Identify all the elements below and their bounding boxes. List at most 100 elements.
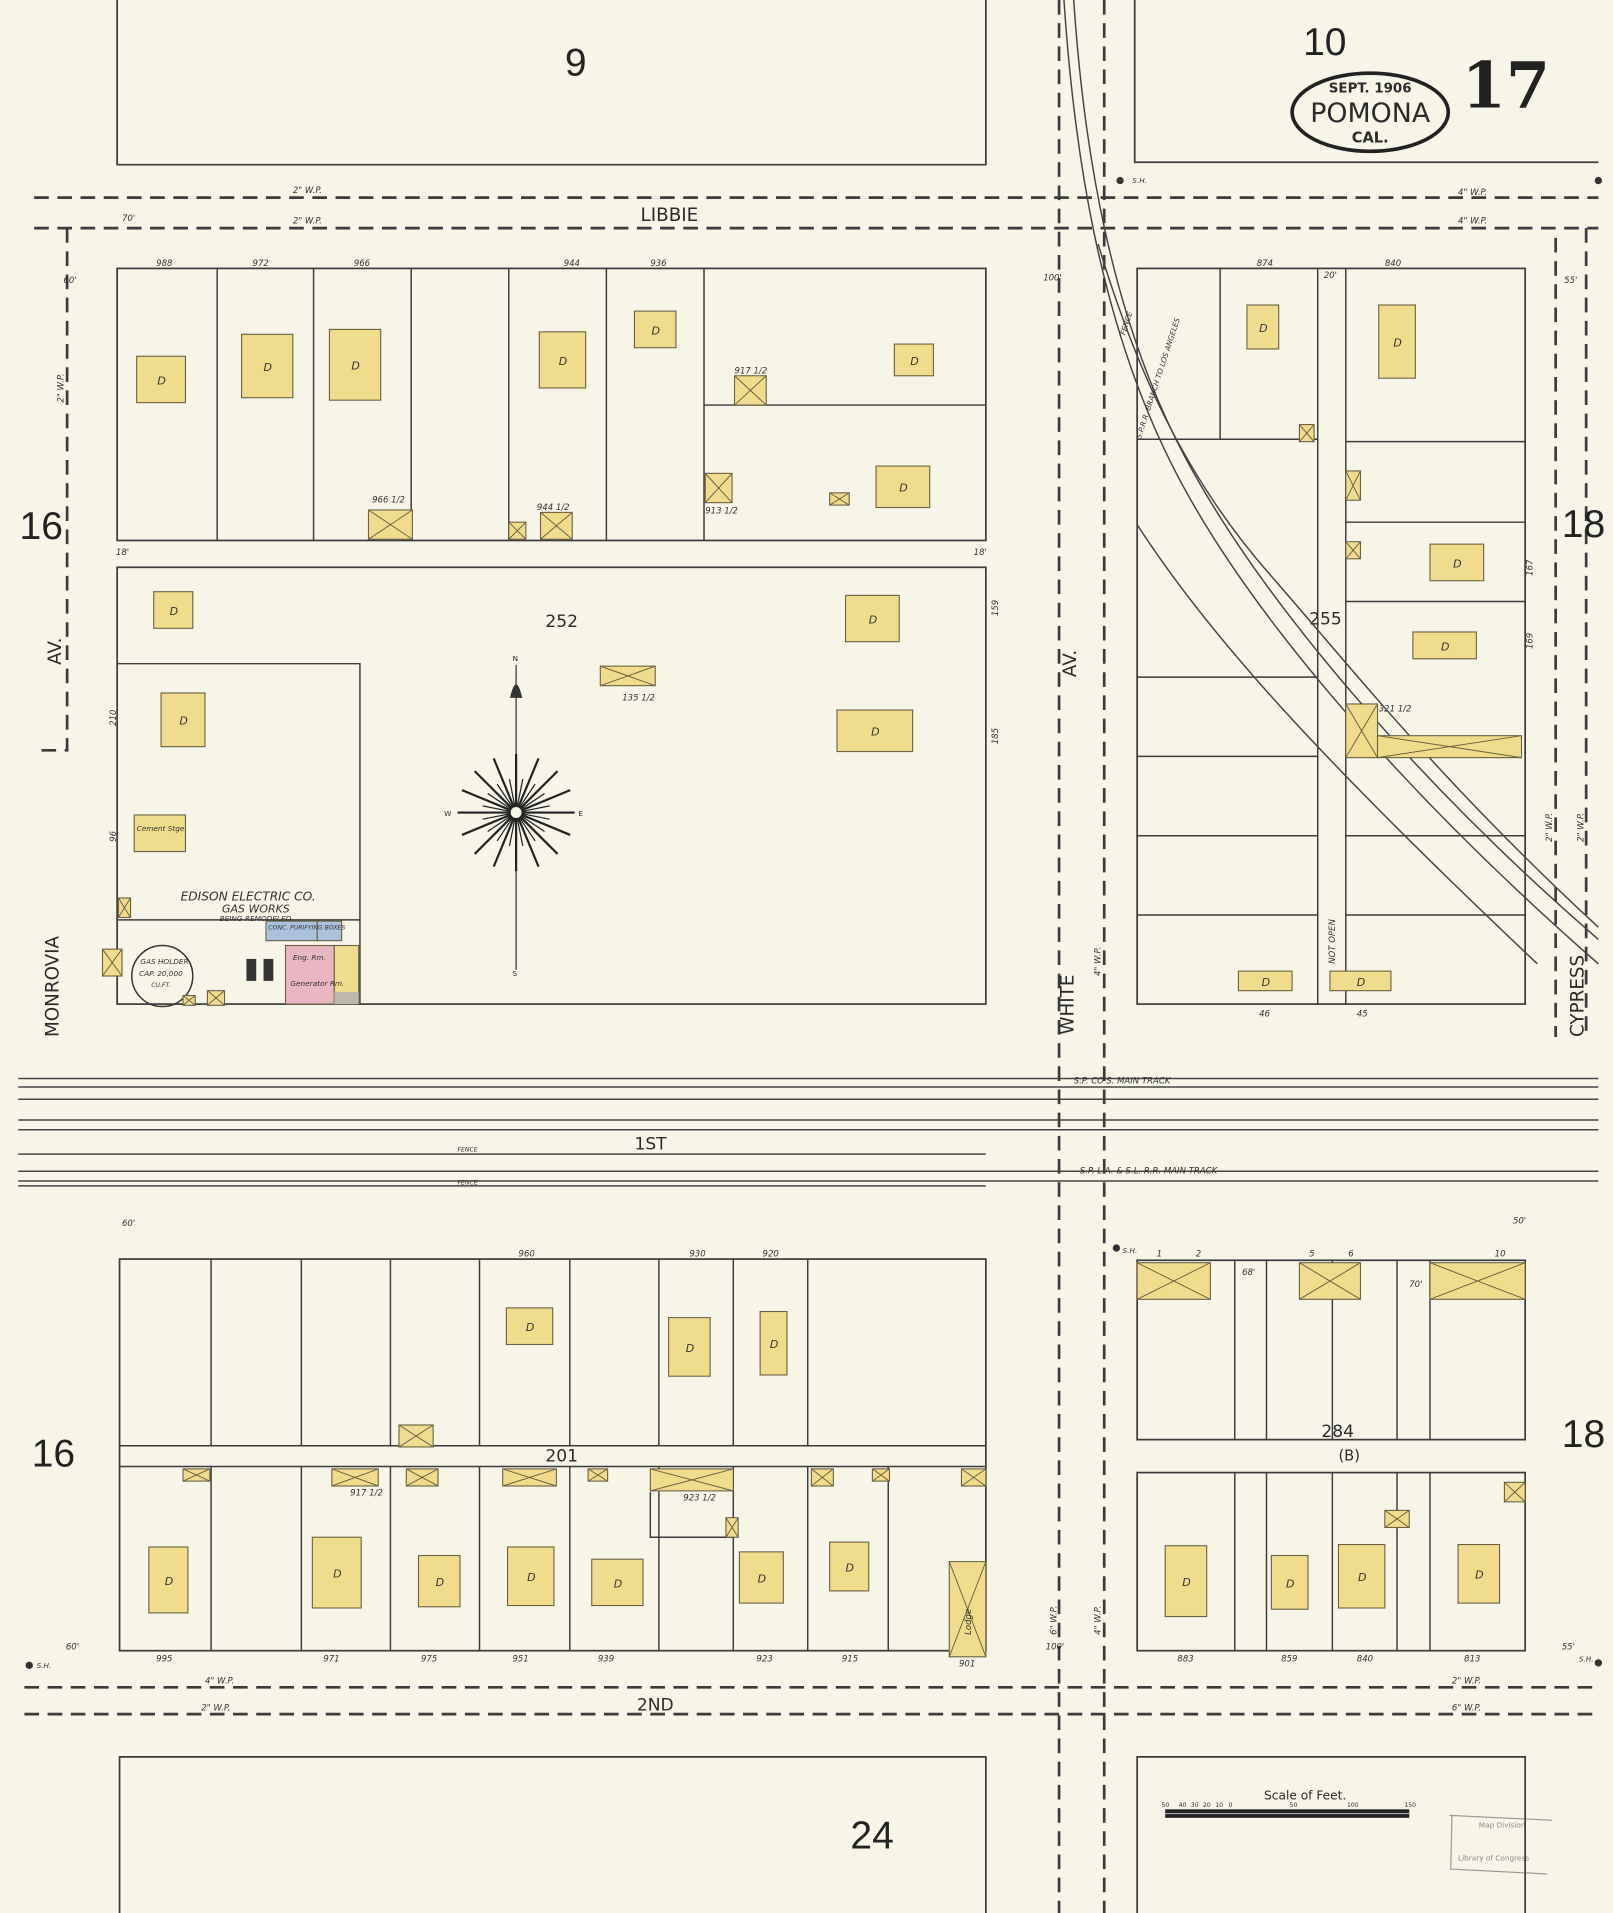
outbuilding	[101, 948, 123, 977]
block-201	[118, 1258, 987, 1652]
svg-text:24: 24	[850, 1814, 893, 1857]
svg-text:2" W.P.: 2" W.P.	[201, 1703, 230, 1713]
svg-text:284: 284	[1321, 1422, 1354, 1442]
svg-text:Generator Rm.: Generator Rm.	[290, 979, 344, 988]
building-label: D	[1286, 1577, 1294, 1590]
svg-text:96: 96	[109, 830, 119, 841]
block-252	[116, 566, 987, 1005]
building-label: D	[1475, 1569, 1483, 1582]
svg-text:100: 100	[1347, 1802, 1359, 1809]
dwelling-building: D	[507, 1546, 555, 1607]
compass-rose: N S E W	[444, 654, 583, 978]
svg-text:W: W	[444, 809, 451, 818]
outbuilding	[704, 472, 733, 504]
street-first: 1ST	[634, 1134, 667, 1154]
outbuilding	[1429, 1262, 1526, 1300]
svg-text:68': 68'	[1242, 1268, 1255, 1278]
svg-text:Library of Congress: Library of Congress	[1458, 1854, 1529, 1863]
block-24	[118, 1755, 987, 1913]
svg-text:2" W.P.: 2" W.P.	[56, 373, 66, 402]
dwelling-building: D	[591, 1558, 644, 1607]
svg-text:944: 944	[564, 259, 580, 269]
svg-text:(B): (B)	[1338, 1447, 1359, 1464]
svg-text:930: 930	[689, 1250, 705, 1260]
dwelling-building: D	[759, 1310, 788, 1376]
building-label: D	[436, 1576, 444, 1589]
building-label: D	[264, 361, 272, 374]
outbuilding	[539, 511, 573, 540]
outbuilding	[1345, 470, 1361, 501]
svg-text:2" W.P.: 2" W.P.	[293, 216, 322, 226]
svg-text:2" W.P.: 2" W.P.	[1545, 813, 1555, 842]
svg-text:100': 100'	[1046, 1642, 1065, 1652]
dwelling-building: D	[136, 355, 187, 404]
svg-text:6: 6	[1348, 1250, 1354, 1260]
svg-text:988: 988	[156, 259, 173, 269]
building-label: D	[899, 482, 907, 495]
svg-text:FENCE: FENCE	[458, 1147, 478, 1154]
building-label: D	[527, 1571, 535, 1584]
outbuilding	[182, 1468, 211, 1482]
svg-text:874: 874	[1257, 259, 1273, 269]
svg-text:6" W.P.: 6" W.P.	[1452, 1703, 1481, 1713]
building-label: D	[157, 374, 165, 387]
svg-text:2" W.P.: 2" W.P.	[1577, 813, 1587, 842]
outbuilding	[508, 521, 527, 540]
svg-text:859: 859	[1281, 1655, 1297, 1665]
svg-text:901: 901	[959, 1660, 975, 1670]
outbuilding	[206, 990, 226, 1006]
svg-text:CAP. 20,000: CAP. 20,000	[139, 969, 183, 978]
svg-text:60': 60'	[63, 276, 76, 286]
dwelling-building: D	[1246, 304, 1280, 350]
lodge-label: Lodge	[964, 1609, 974, 1635]
svg-text:18': 18'	[974, 548, 987, 558]
block-number-252: 252	[545, 612, 578, 632]
svg-text:920: 920	[763, 1250, 779, 1260]
svg-text:CU.FT.: CU.FT.	[151, 982, 170, 989]
svg-text:16: 16	[32, 1432, 75, 1475]
outbuilding	[502, 1468, 557, 1487]
svg-text:972: 972	[253, 259, 269, 269]
building-label: D	[165, 1575, 173, 1588]
svg-text:16: 16	[20, 505, 63, 548]
building-label: D	[170, 605, 178, 618]
svg-text:55': 55'	[1564, 276, 1577, 286]
outbuilding	[117, 897, 132, 919]
svg-text:321 1/2: 321 1/2	[1379, 704, 1412, 714]
svg-text:913 1/2: 913 1/2	[705, 507, 738, 517]
main-tracks: S.P. CO'S. MAIN TRACK S.P. L.A. & S.L. R…	[18, 1076, 1599, 1187]
building-label: D	[1182, 1576, 1190, 1589]
outbuilding	[599, 665, 656, 687]
svg-text:S: S	[512, 969, 517, 978]
building-label: D	[871, 726, 879, 739]
dwelling-building: D	[505, 1307, 554, 1346]
outbuilding	[725, 1517, 739, 1538]
svg-text:50': 50'	[1513, 1217, 1526, 1227]
building-label: D	[846, 1561, 854, 1574]
svg-text:18': 18'	[116, 548, 129, 558]
block-284	[1136, 1259, 1527, 1652]
dwelling-building: D	[1164, 1545, 1208, 1618]
outbuilding	[733, 375, 767, 406]
dwelling-building: D	[1457, 1544, 1501, 1604]
dwelling-building: D	[738, 1551, 784, 1604]
svg-text:S.H.: S.H.	[37, 1661, 52, 1670]
building-label: D	[559, 355, 567, 368]
svg-text:960: 960	[519, 1250, 535, 1260]
svg-text:4" W.P.: 4" W.P.	[1094, 947, 1104, 976]
svg-text:0: 0	[1229, 1802, 1233, 1809]
svg-text:167: 167	[1525, 559, 1535, 576]
outbuilding	[587, 1468, 609, 1482]
outbuilding	[1503, 1481, 1526, 1503]
block-9	[116, 0, 987, 166]
svg-text:917 1/2: 917 1/2	[350, 1489, 383, 1499]
dwelling-building: D	[153, 591, 194, 629]
outbuilding	[948, 1561, 987, 1658]
svg-text:S.P. L.A. & S.L. R.R. MAIN TR: S.P. L.A. & S.L. R.R. MAIN TRACK	[1080, 1167, 1219, 1177]
block-10	[1133, 0, 1599, 164]
svg-text:S.H.: S.H.	[1132, 176, 1147, 185]
building-label: D	[1262, 976, 1270, 989]
dwelling-building: D	[417, 1554, 461, 1608]
building-label: D	[1358, 1571, 1366, 1584]
